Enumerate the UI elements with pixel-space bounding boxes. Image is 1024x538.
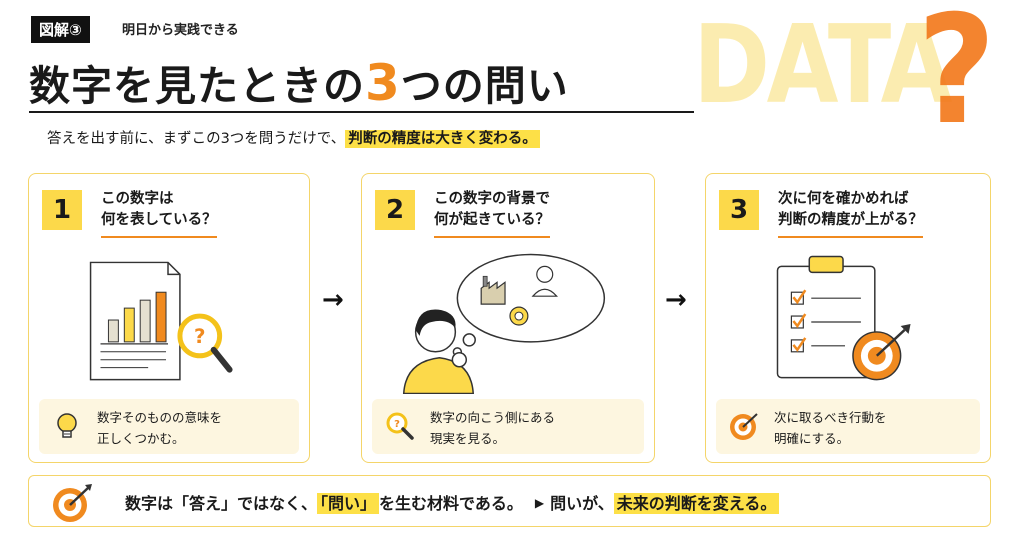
takeaway-text: 次に取るべき行動を 明確にする。 xyxy=(774,410,887,446)
card-takeaway: 数字そのものの意味を 正しくつかむ。 xyxy=(39,399,299,454)
conclusion-banner: 数字は「答え」ではなく、「問い」を生む材料である。 ▶ 問いが、未来の判断を変える。 xyxy=(28,475,991,527)
svg-text:?: ? xyxy=(194,325,206,348)
card-question: この数字は 何を表している？ xyxy=(101,189,217,238)
flow-arrow: → xyxy=(665,285,687,315)
question-card-1: 1 この数字は 何を表している？ ? 数字そのものの意味を 正しくつかむ。 xyxy=(28,173,310,463)
title-part-2: つの問い xyxy=(400,62,569,110)
title-accent-number: 3 xyxy=(365,54,401,112)
conclusion-part-3: 問いが、 xyxy=(550,494,614,513)
question-mark-decoration: ? xyxy=(917,0,996,158)
subtitle-highlight: 判断の精度は大きく変わる。 xyxy=(345,130,540,148)
conclusion-part-1: 数字は「答え」ではなく、 xyxy=(125,494,318,513)
conclusion-part-2: を生む材料である。 xyxy=(379,494,523,513)
target-icon xyxy=(53,484,92,522)
play-triangle-icon: ▶ xyxy=(534,496,545,510)
data-word-decoration: DATA xyxy=(693,3,952,128)
magnifier-icon: ? xyxy=(386,412,414,440)
card-number: 3 xyxy=(719,190,759,230)
card-number: 1 xyxy=(42,190,82,230)
subtitle: 答えを出す前に、まずこの3つを問うだけで、判断の精度は大きく変わる。 xyxy=(47,127,540,148)
conclusion-text: 数字は「答え」ではなく、「問い」を生む材料である。 ▶ 問いが、未来の判断を変える。 xyxy=(125,490,780,514)
card-number: 2 xyxy=(375,190,415,230)
card-takeaway: 次に取るべき行動を 明確にする。 xyxy=(716,399,980,454)
thinking-person-illustration xyxy=(402,253,606,394)
svg-text:?: ? xyxy=(394,419,400,430)
page-title: 数字を見たときの3つの問い xyxy=(29,52,569,112)
takeaway-text: 数字の向こう側にある 現実を見る。 xyxy=(430,410,556,446)
title-underline xyxy=(29,111,694,113)
document-chart-magnifier-illustration: ? xyxy=(89,261,233,381)
conclusion-highlight-question: 「問い」 xyxy=(317,493,380,514)
question-card-3: 3 次に何を確かめれば 判断の精度が上がる？ 次に取るべき行動を 明確にする。 xyxy=(705,173,991,463)
question-card-2: 2 この数字の背景で 何が起きている？ ? 数字の向こう側にある 現実を見る。 xyxy=(361,173,655,463)
target-icon xyxy=(730,413,758,440)
card-question: この数字の背景で 何が起きている？ xyxy=(434,189,550,238)
title-part-1: 数字を見たときの xyxy=(29,62,365,110)
figure-badge: 図解③ xyxy=(31,16,90,43)
conclusion-highlight-future: 未来の判断を変える。 xyxy=(613,493,780,514)
card-takeaway: ? 数字の向こう側にある 現実を見る。 xyxy=(372,399,644,454)
card-question: 次に何を確かめれば 判断の精度が上がる？ xyxy=(778,189,923,238)
data-question-decoration: DATA ? xyxy=(693,0,1023,146)
takeaway-text: 数字そのものの意味を 正しくつかむ。 xyxy=(97,410,223,446)
kicker-text: 明日から実践できる xyxy=(122,23,239,38)
lightbulb-icon xyxy=(57,413,77,438)
checklist-target-illustration xyxy=(776,255,911,381)
subtitle-text: 答えを出す前に、まずこの3つを問うだけで、 xyxy=(47,131,346,147)
flow-arrow: → xyxy=(322,285,344,315)
